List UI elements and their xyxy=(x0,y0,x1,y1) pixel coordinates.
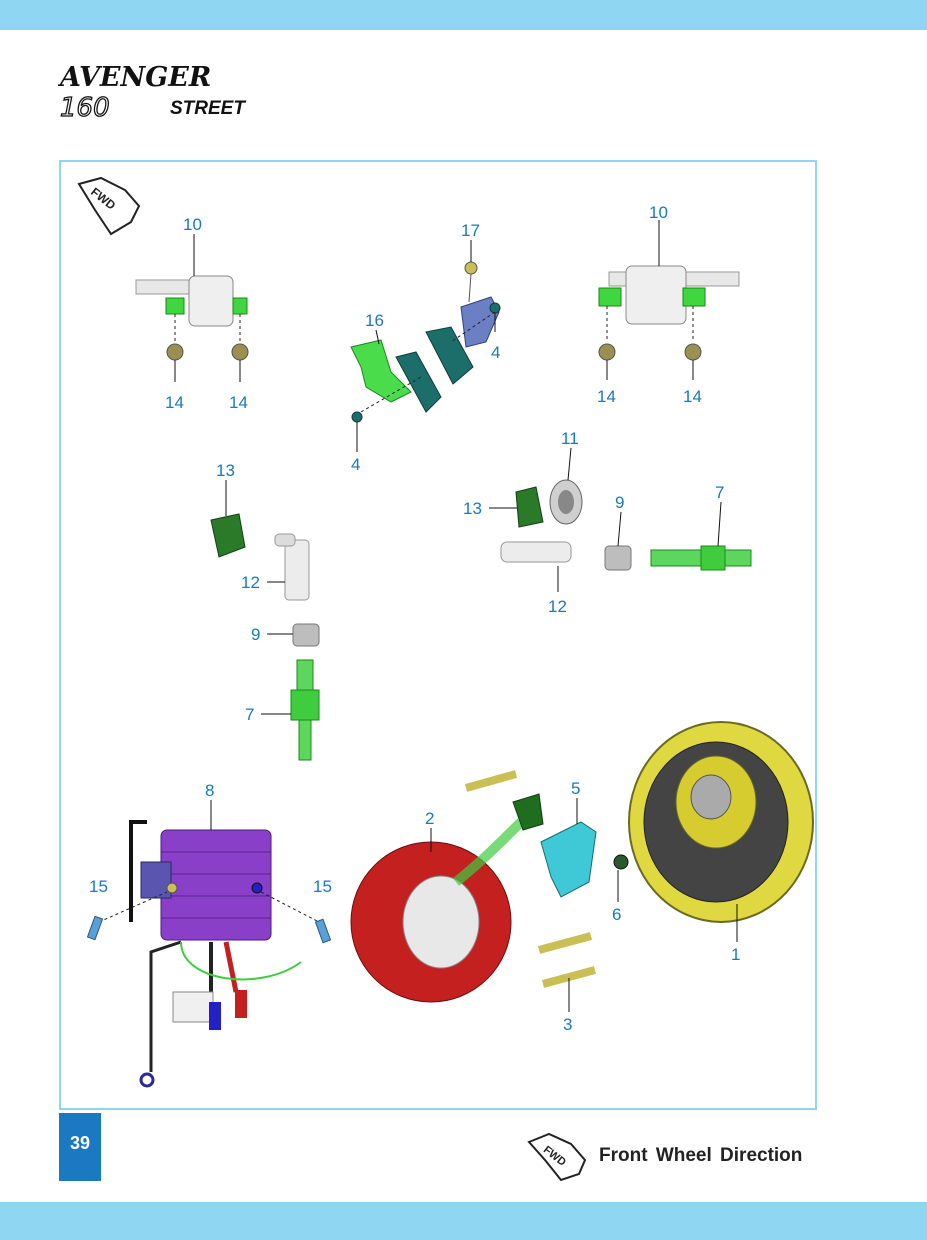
callout-8: 8 xyxy=(205,781,214,800)
exploded-parts-diagram: FWD xyxy=(77,176,814,1088)
fwd-legend: FWD Front Wheel Direction xyxy=(527,1130,802,1182)
callout-11: 11 xyxy=(561,429,579,448)
callout-14-left-b: 14 xyxy=(229,393,248,412)
stator-bolts xyxy=(464,770,597,988)
voltage-regulator-assembly xyxy=(86,820,332,1088)
fwd-legend-text: Front Wheel Direction xyxy=(599,1145,803,1166)
callout-17: 17 xyxy=(461,221,480,240)
brand-logo: AVENGER 160 STREET xyxy=(57,60,298,127)
ignition-coil-left xyxy=(135,275,249,361)
callout-leader-lines xyxy=(174,220,738,1012)
callout-10-right: 10 xyxy=(649,203,668,222)
page-number: 39 xyxy=(59,1113,101,1181)
callout-15-right: 15 xyxy=(313,877,332,896)
callout-14-left-a: 14 xyxy=(165,393,184,412)
callout-14-right-b: 14 xyxy=(683,387,702,406)
callout-7-right: 7 xyxy=(715,483,724,502)
model-number-text: 160 xyxy=(60,93,110,122)
callout-3: 3 xyxy=(563,1015,572,1034)
callout-12-right: 12 xyxy=(548,597,567,616)
model-name-text: STREET xyxy=(170,98,246,119)
spark-plug-assembly-right xyxy=(500,479,752,571)
callout-10-left: 10 xyxy=(183,215,202,234)
fwd-arrow-icon: FWD xyxy=(77,176,141,236)
bottom-color-band xyxy=(0,1202,927,1240)
callout-1: 1 xyxy=(731,945,740,964)
callout-16: 16 xyxy=(365,311,384,330)
callout-6: 6 xyxy=(612,905,621,924)
callout-9-left: 9 xyxy=(251,625,260,644)
callout-7-left: 7 xyxy=(245,705,254,724)
spark-plug-assembly-left xyxy=(210,513,320,761)
callout-2: 2 xyxy=(425,809,434,828)
coil-bracket-assembly xyxy=(350,261,501,423)
fwd-arrow-icon: FWD xyxy=(527,1132,587,1182)
top-color-band xyxy=(0,0,927,30)
stator-assembly xyxy=(350,793,544,1003)
wire-clamp-plate xyxy=(540,821,629,898)
ignition-coil-right xyxy=(598,265,740,361)
callout-15-left: 15 xyxy=(89,877,108,896)
flywheel-rotor xyxy=(628,721,814,923)
brand-logo-text: AVENGER xyxy=(58,62,211,93)
callout-4-upper: 4 xyxy=(491,343,500,362)
parts-diagram-frame: FWD xyxy=(59,160,817,1110)
callout-4-lower: 4 xyxy=(351,455,360,474)
callout-5: 5 xyxy=(571,779,580,798)
callout-9-right: 9 xyxy=(615,493,624,512)
callout-13-right: 13 xyxy=(463,499,482,518)
callout-12-left: 12 xyxy=(241,573,260,592)
callout-14-right-a: 14 xyxy=(597,387,616,406)
callout-13-left: 13 xyxy=(216,461,235,480)
